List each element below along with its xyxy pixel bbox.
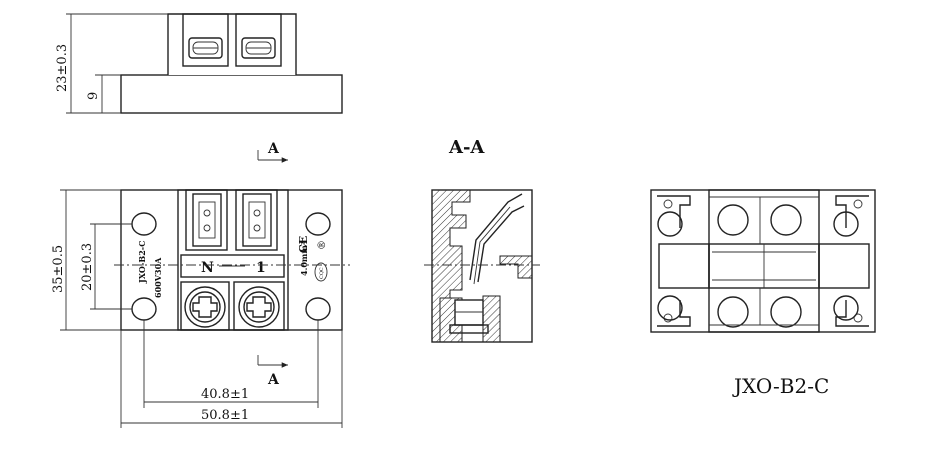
section-screw bbox=[454, 299, 484, 326]
dim-text-35: 35±0.5 bbox=[51, 245, 66, 293]
label-strip bbox=[180, 254, 285, 278]
bracket-br bbox=[835, 300, 869, 327]
bracket-tl bbox=[657, 195, 691, 228]
section-label-top: A bbox=[267, 141, 280, 157]
quick-connect-tab-left bbox=[185, 189, 228, 251]
mounting-hole-tl bbox=[131, 212, 157, 236]
model-text: JXO-B2-C bbox=[137, 241, 147, 284]
top-view-terminal-left bbox=[182, 13, 229, 67]
dim-text-20: 20±0.3 bbox=[80, 243, 95, 291]
dim-text-23: 23±0.3 bbox=[55, 44, 70, 92]
top-view-base bbox=[120, 74, 343, 114]
registered-mark: ® bbox=[317, 240, 328, 250]
front-view-center bbox=[177, 189, 289, 331]
top-view-terminal-right bbox=[235, 13, 282, 67]
bottom-view-caption: JXO-B2-C bbox=[732, 374, 829, 398]
terminal-label-n: N bbox=[201, 260, 214, 276]
ce-mark: CE bbox=[297, 236, 310, 253]
bottom-view: JXO-B2-C bbox=[650, 189, 876, 398]
bottom-hole-br bbox=[833, 295, 859, 321]
cqc-mark-outline bbox=[314, 262, 328, 282]
current-text: 30A bbox=[153, 257, 163, 275]
front-view: A N 1 bbox=[51, 141, 350, 428]
mounting-hole-tr bbox=[305, 212, 331, 236]
section-title: A-A bbox=[448, 137, 485, 158]
dim-text-50-8: 50.8±1 bbox=[201, 408, 249, 423]
dim-text-40-8: 40.8±1 bbox=[201, 387, 249, 402]
wire-size-text: 4.0mm² bbox=[299, 241, 309, 276]
bottom-hole-tr bbox=[833, 211, 859, 237]
bracket-tr bbox=[835, 195, 869, 228]
screw-terminal-right bbox=[233, 281, 285, 331]
bracket-bl bbox=[657, 300, 691, 327]
section-hatch-right bbox=[499, 255, 533, 279]
lead-inner bbox=[477, 205, 525, 283]
quick-connect-tab-right bbox=[235, 189, 278, 251]
top-view: 23±0.3 9 bbox=[55, 13, 343, 114]
bottom-hole-bl bbox=[657, 295, 683, 321]
screw-terminal-left bbox=[180, 281, 230, 331]
lead-outer bbox=[469, 193, 523, 281]
dim-text-9: 9 bbox=[86, 92, 101, 100]
top-view-raised-block bbox=[167, 13, 297, 75]
cqc-mark: CQC bbox=[319, 267, 325, 279]
bottom-view-outline bbox=[650, 189, 876, 333]
section-label-bottom: A bbox=[267, 372, 280, 388]
bottom-hole-tl bbox=[657, 211, 683, 237]
terminal-label-1: 1 bbox=[256, 260, 266, 276]
mounting-hole-br bbox=[305, 297, 331, 321]
section-view: A-A bbox=[424, 137, 540, 343]
voltage-text: 600V bbox=[153, 274, 163, 298]
section-hatch-screw bbox=[482, 295, 501, 343]
mounting-hole-bl bbox=[131, 297, 157, 321]
